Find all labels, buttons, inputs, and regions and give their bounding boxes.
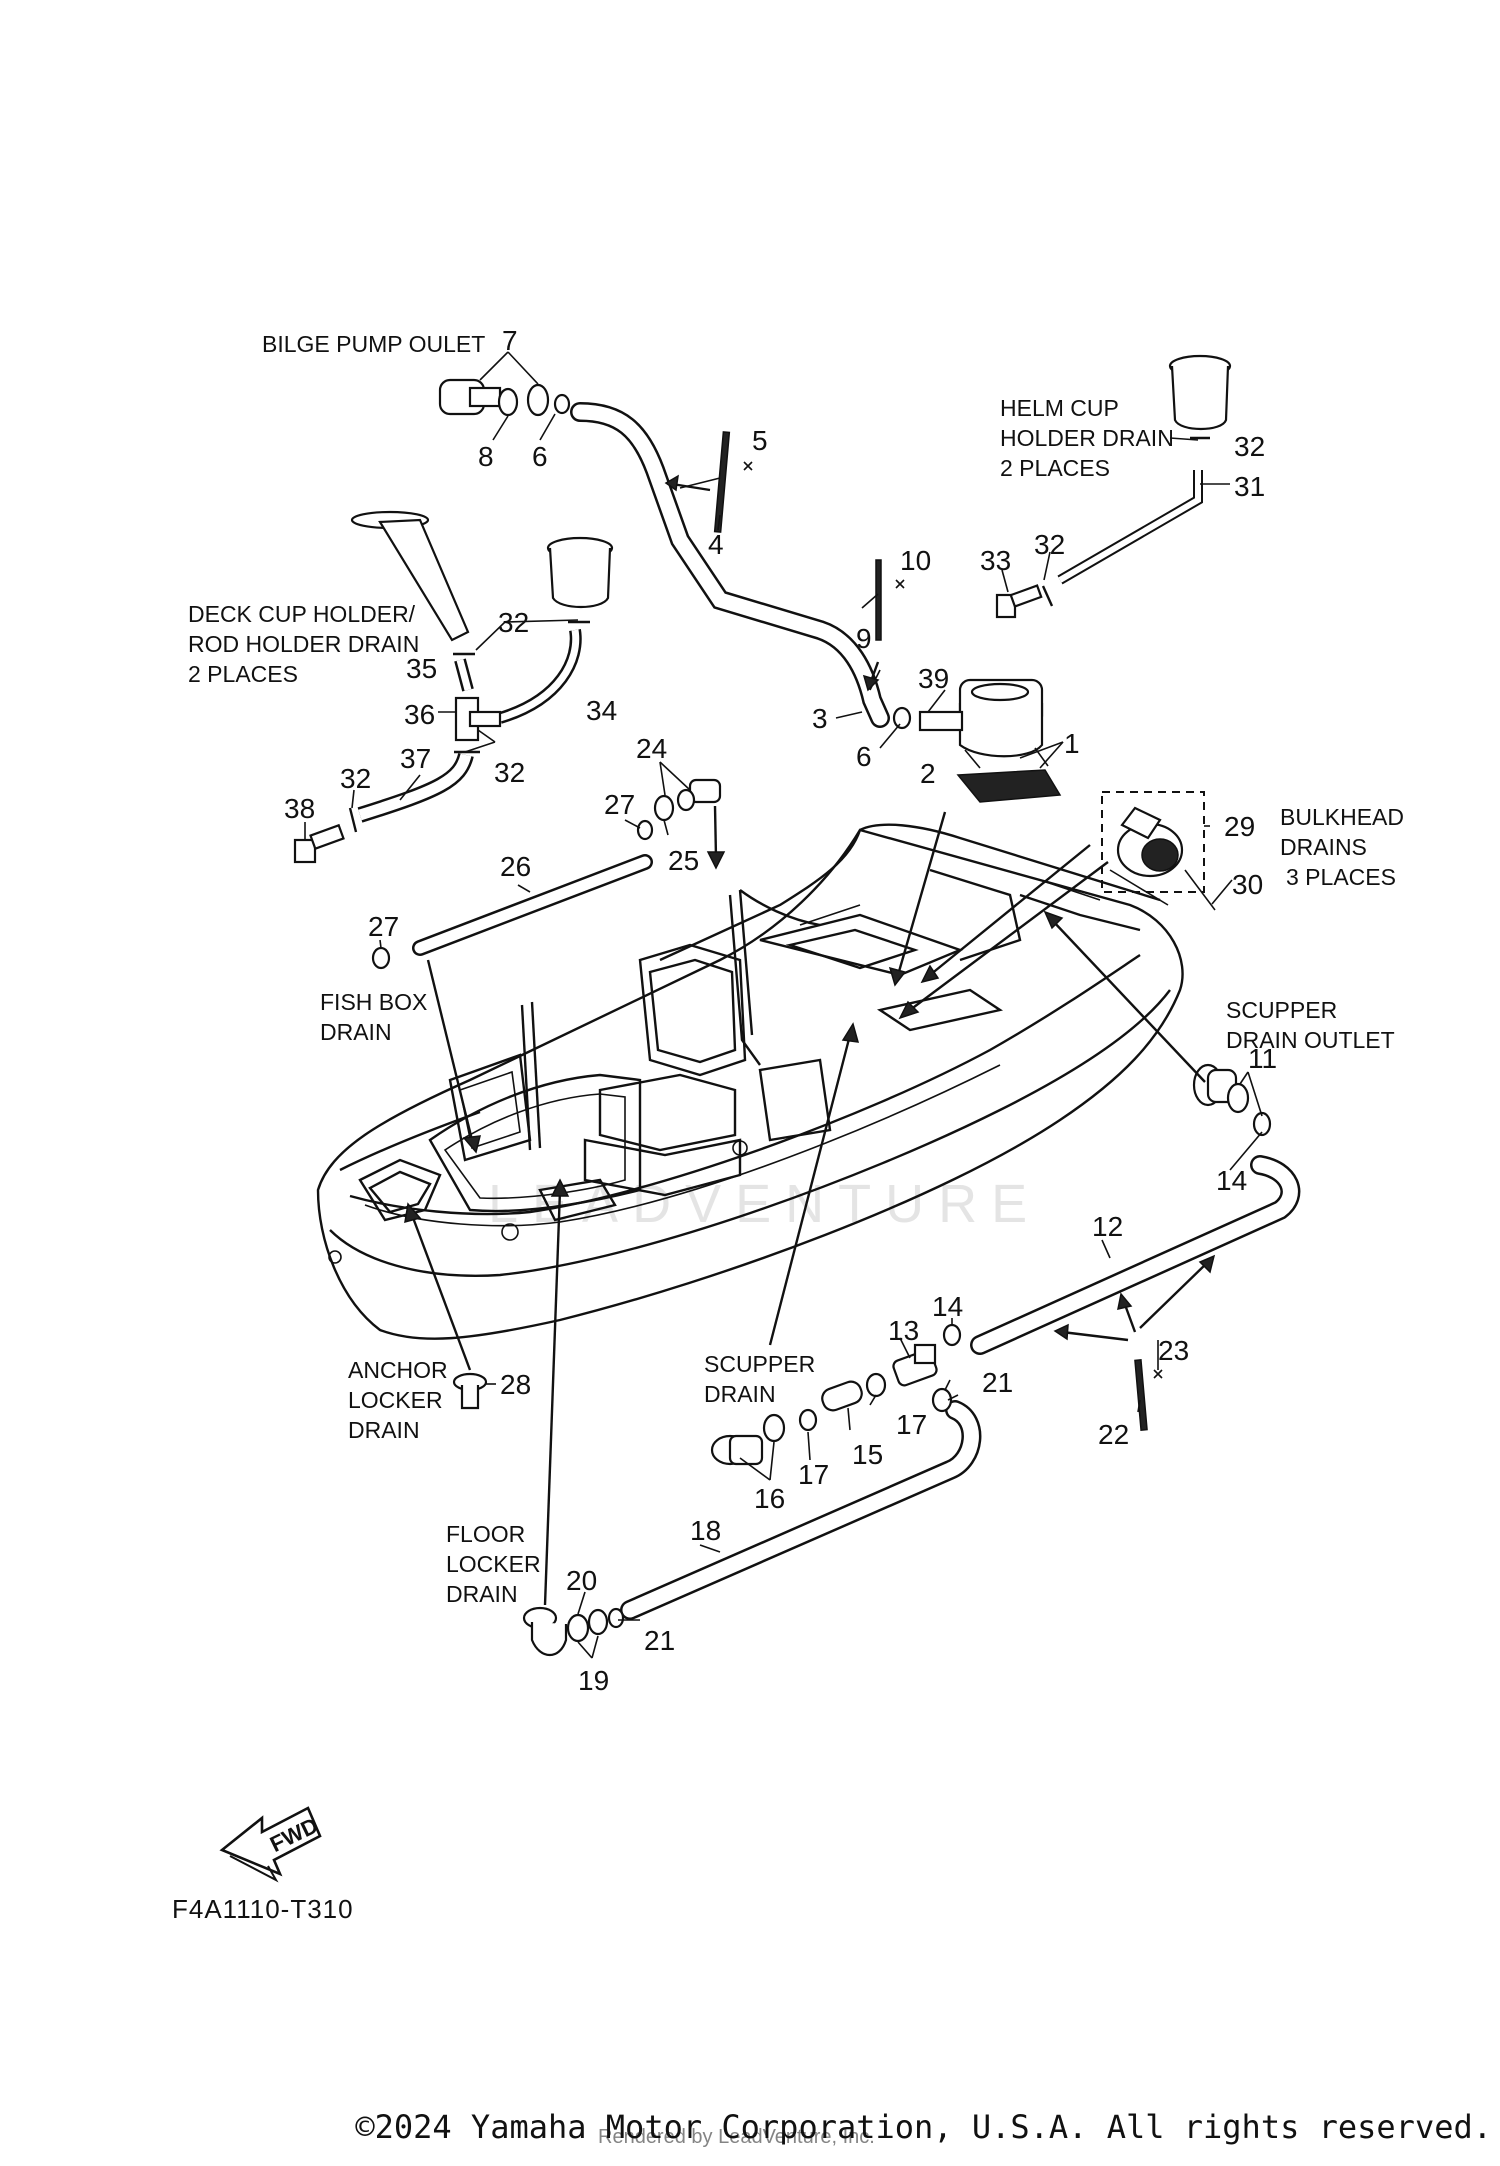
callout-28: 28: [500, 1369, 531, 1400]
note-bulkhead-line1: BULKHEAD: [1280, 804, 1404, 830]
callout-33: 33: [980, 545, 1011, 576]
arrow-bilge-hose: [664, 474, 711, 492]
note-helm-cup-line2: HOLDER DRAIN: [1000, 425, 1174, 451]
callout-4: 4: [708, 529, 724, 560]
note-deck-cup-line3: 2 PLACES: [188, 661, 298, 687]
arrow-23-a: [1053, 1323, 1129, 1342]
copyright-text: ©2024 Yamaha Motor Corporation, U.S.A. A…: [355, 2108, 1492, 2146]
callout-24: 24: [636, 733, 667, 764]
parts: [293, 354, 1272, 1657]
arrow-23-c: [1139, 1254, 1216, 1329]
callout-3: 3: [812, 703, 828, 734]
note-fish-box-line2: DRAIN: [320, 1019, 392, 1045]
callout-18: 18: [690, 1515, 721, 1546]
note-scupper-outlet-line2: DRAIN OUTLET: [1226, 1027, 1395, 1053]
note-deck-cup-line1: DECK CUP HOLDER/: [188, 601, 416, 627]
callout-9: 9: [856, 623, 872, 654]
callout-1: 1: [1064, 728, 1080, 759]
callout-29: 29: [1224, 811, 1255, 842]
callout-32c: 32: [498, 607, 529, 638]
callout-37: 37: [400, 743, 431, 774]
arrow-scupper-drain: [768, 1022, 860, 1346]
callout-27a: 27: [604, 789, 635, 820]
callout-32b: 32: [1034, 529, 1065, 560]
arrow-fish-box: [426, 959, 481, 1154]
note-bulkhead-line3: 3 PLACES: [1286, 864, 1396, 890]
callout-6a: 6: [532, 441, 548, 472]
note-deck-cup-line2: ROD HOLDER DRAIN: [188, 631, 419, 657]
callout-27b: 27: [368, 911, 399, 942]
rendered-by-text: Rendered by LeadVenture, Inc.: [598, 2126, 875, 2148]
note-floor-locker-line2: LOCKER: [446, 1551, 541, 1577]
diagram-code: F4A1110-T310: [172, 1894, 354, 1924]
note-helm-cup-line3: 2 PLACES: [1000, 455, 1110, 481]
note-scupper-drain-line2: DRAIN: [704, 1381, 776, 1407]
callout-5: 5: [752, 425, 768, 456]
hoses: [357, 402, 1301, 1620]
callout-25: 25: [668, 845, 699, 876]
callout-8: 8: [478, 441, 494, 472]
note-helm-cup-line1: HELM CUP: [1000, 395, 1119, 421]
callout-10: 10: [900, 545, 931, 576]
note-anchor-line2: LOCKER: [348, 1387, 443, 1413]
arrow-anchor: [404, 1202, 472, 1371]
callout-34: 34: [586, 695, 617, 726]
arrow-23-b: [1117, 1292, 1137, 1333]
callout-39: 39: [918, 663, 949, 694]
callout-7: 7: [502, 325, 518, 356]
arrow-9: [862, 661, 880, 692]
callout-21a: 21: [982, 1367, 1013, 1398]
callout-36: 36: [404, 699, 435, 730]
callout-11: 11: [1248, 1043, 1277, 1074]
callout-20: 20: [566, 1565, 597, 1596]
note-bilge-pump-outlet: BILGE PUMP OULET: [262, 331, 485, 357]
callout-2: 2: [920, 758, 936, 789]
callout-15: 15: [852, 1439, 883, 1470]
callout-21b: 21: [644, 1625, 675, 1656]
boat-hull: [316, 823, 1184, 1340]
callout-30: 30: [1232, 869, 1263, 900]
callout-19: 19: [578, 1665, 609, 1696]
leader-lines: [304, 351, 1263, 1659]
note-labels: BILGE PUMP OULET HELM CUP HOLDER DRAIN 2…: [188, 331, 1404, 1607]
callout-13: 13: [888, 1315, 919, 1346]
callout-22: 22: [1098, 1419, 1129, 1450]
note-bulkhead-line2: DRAINS: [1280, 834, 1367, 860]
callout-14a: 14: [1216, 1165, 1247, 1196]
callout-23: 23: [1158, 1335, 1189, 1366]
note-fish-box-line1: FISH BOX: [320, 989, 427, 1015]
callout-32d: 32: [494, 757, 525, 788]
callout-31: 31: [1234, 471, 1265, 502]
callout-17b: 17: [896, 1409, 927, 1440]
arrow-pump-to-hull: [888, 811, 947, 987]
note-anchor-line1: ANCHOR: [348, 1357, 448, 1383]
callout-32e: 32: [340, 763, 371, 794]
arrow-scupper-outlet: [1043, 910, 1206, 1083]
arrow-24: [706, 805, 726, 870]
callout-35: 35: [406, 653, 437, 684]
note-floor-locker-line1: FLOOR: [446, 1521, 525, 1547]
part-callouts: 1 2 3 4 5 6 6 7 8 9 10 11 12 13 14 14 15…: [284, 325, 1277, 1696]
note-scupper-outlet-line1: SCUPPER: [1226, 997, 1337, 1023]
note-scupper-drain-line1: SCUPPER: [704, 1351, 815, 1377]
callout-16: 16: [754, 1483, 785, 1514]
callout-32a: 32: [1234, 431, 1265, 462]
callout-38: 38: [284, 793, 315, 824]
arrow-bulkhead-2: [898, 861, 1109, 1020]
arrow-bulkhead-1: [920, 844, 1091, 984]
fwd-arrow-icon: FWD: [219, 1806, 322, 1883]
note-anchor-line3: DRAIN: [348, 1417, 420, 1443]
callout-12: 12: [1092, 1211, 1123, 1242]
arrow-floor-locker: [543, 1178, 570, 1606]
note-floor-locker-line3: DRAIN: [446, 1581, 518, 1607]
callout-26: 26: [500, 851, 531, 882]
callout-6b: 6: [856, 741, 872, 772]
callout-17a: 17: [798, 1459, 829, 1490]
callout-14b: 14: [932, 1291, 963, 1322]
